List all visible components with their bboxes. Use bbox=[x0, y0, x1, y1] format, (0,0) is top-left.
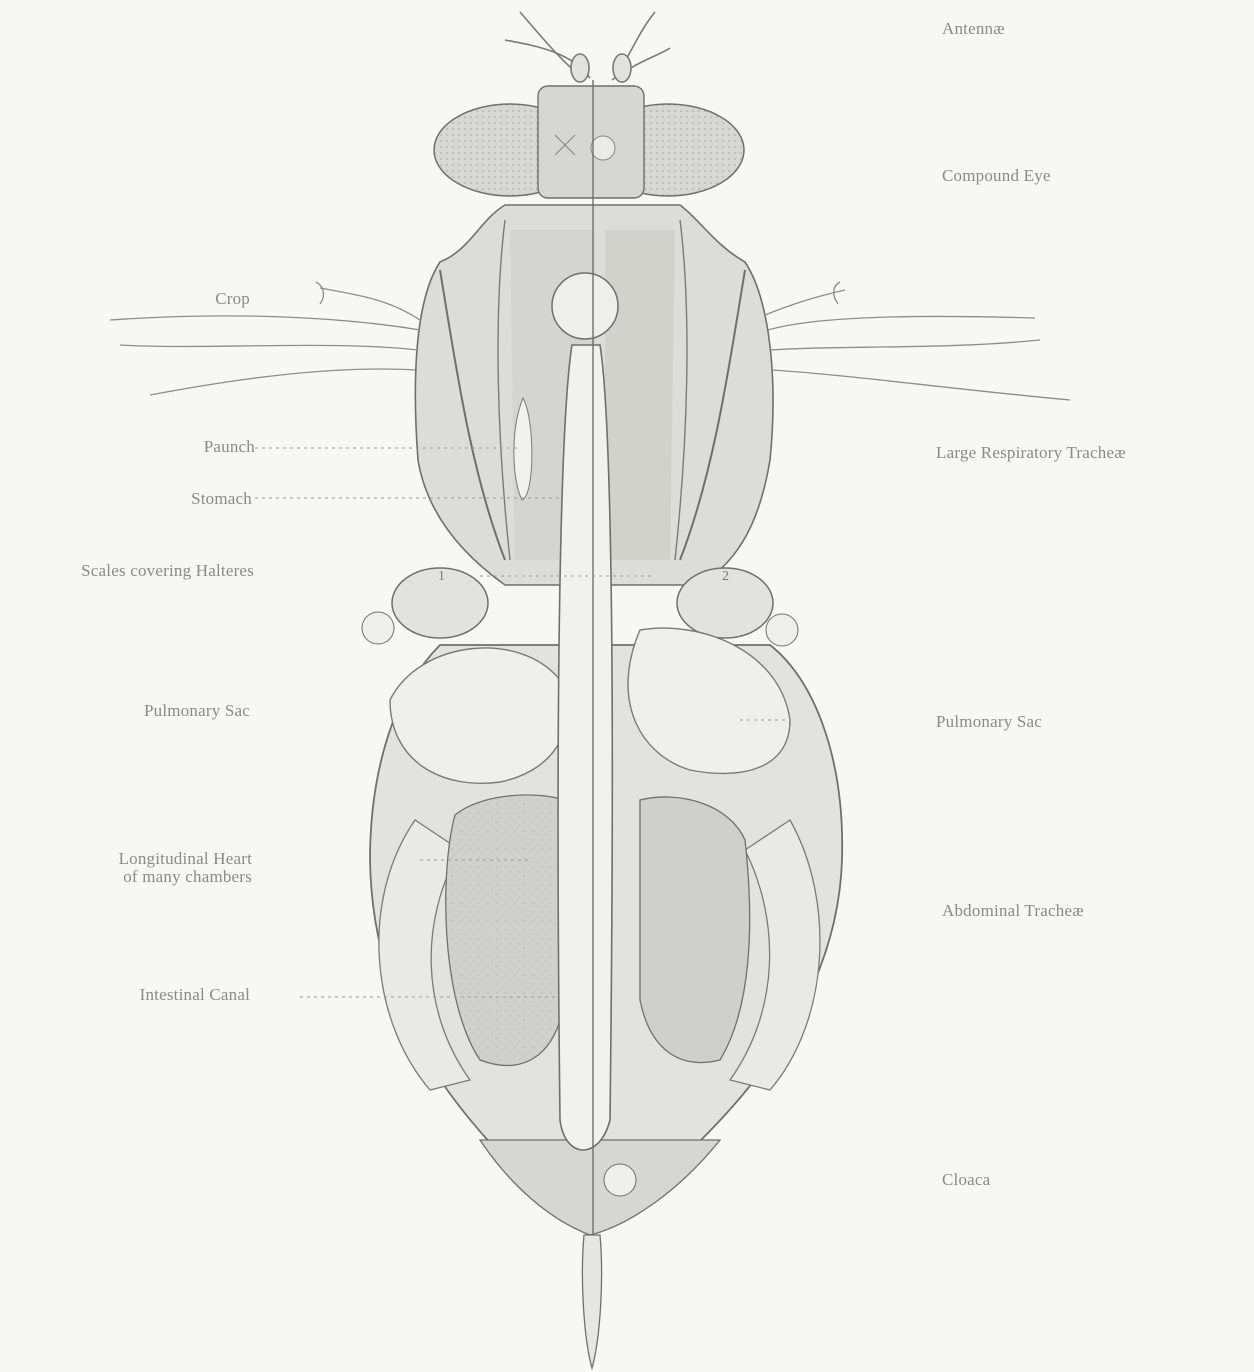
label-pulmonary-sac-right: Pulmonary Sac bbox=[936, 713, 1042, 731]
label-abdominal-tracheae: Abdominal Tracheæ bbox=[942, 902, 1084, 920]
label-longitudinal-heart-line2: of many chambers bbox=[20, 868, 252, 886]
label-respiratory-tracheae: Large Respiratory Tracheæ bbox=[936, 444, 1126, 462]
label-longitudinal-heart-line1: Longitudinal Heart bbox=[20, 850, 252, 868]
label-cloaca: Cloaca bbox=[942, 1171, 990, 1189]
label-paunch: Paunch bbox=[140, 438, 255, 456]
antennae bbox=[505, 12, 670, 82]
label-intestinal-canal: Intestinal Canal bbox=[40, 986, 250, 1004]
label-stomach: Stomach bbox=[140, 490, 252, 508]
label-pulmonary-sac-left: Pulmonary Sac bbox=[60, 702, 250, 720]
label-crop: Crop bbox=[180, 290, 250, 308]
label-compound-eye: Compound Eye bbox=[942, 167, 1051, 185]
haltere-mark-left: 1 bbox=[438, 569, 445, 584]
label-longitudinal-heart: Longitudinal Heart of many chambers bbox=[20, 850, 252, 886]
haltere-mark-right: 2 bbox=[722, 569, 729, 584]
label-scales-halteres: Scales covering Halteres bbox=[4, 562, 254, 580]
tail bbox=[582, 1235, 601, 1368]
label-antennae: Antennæ bbox=[942, 20, 1005, 38]
head bbox=[434, 86, 744, 198]
